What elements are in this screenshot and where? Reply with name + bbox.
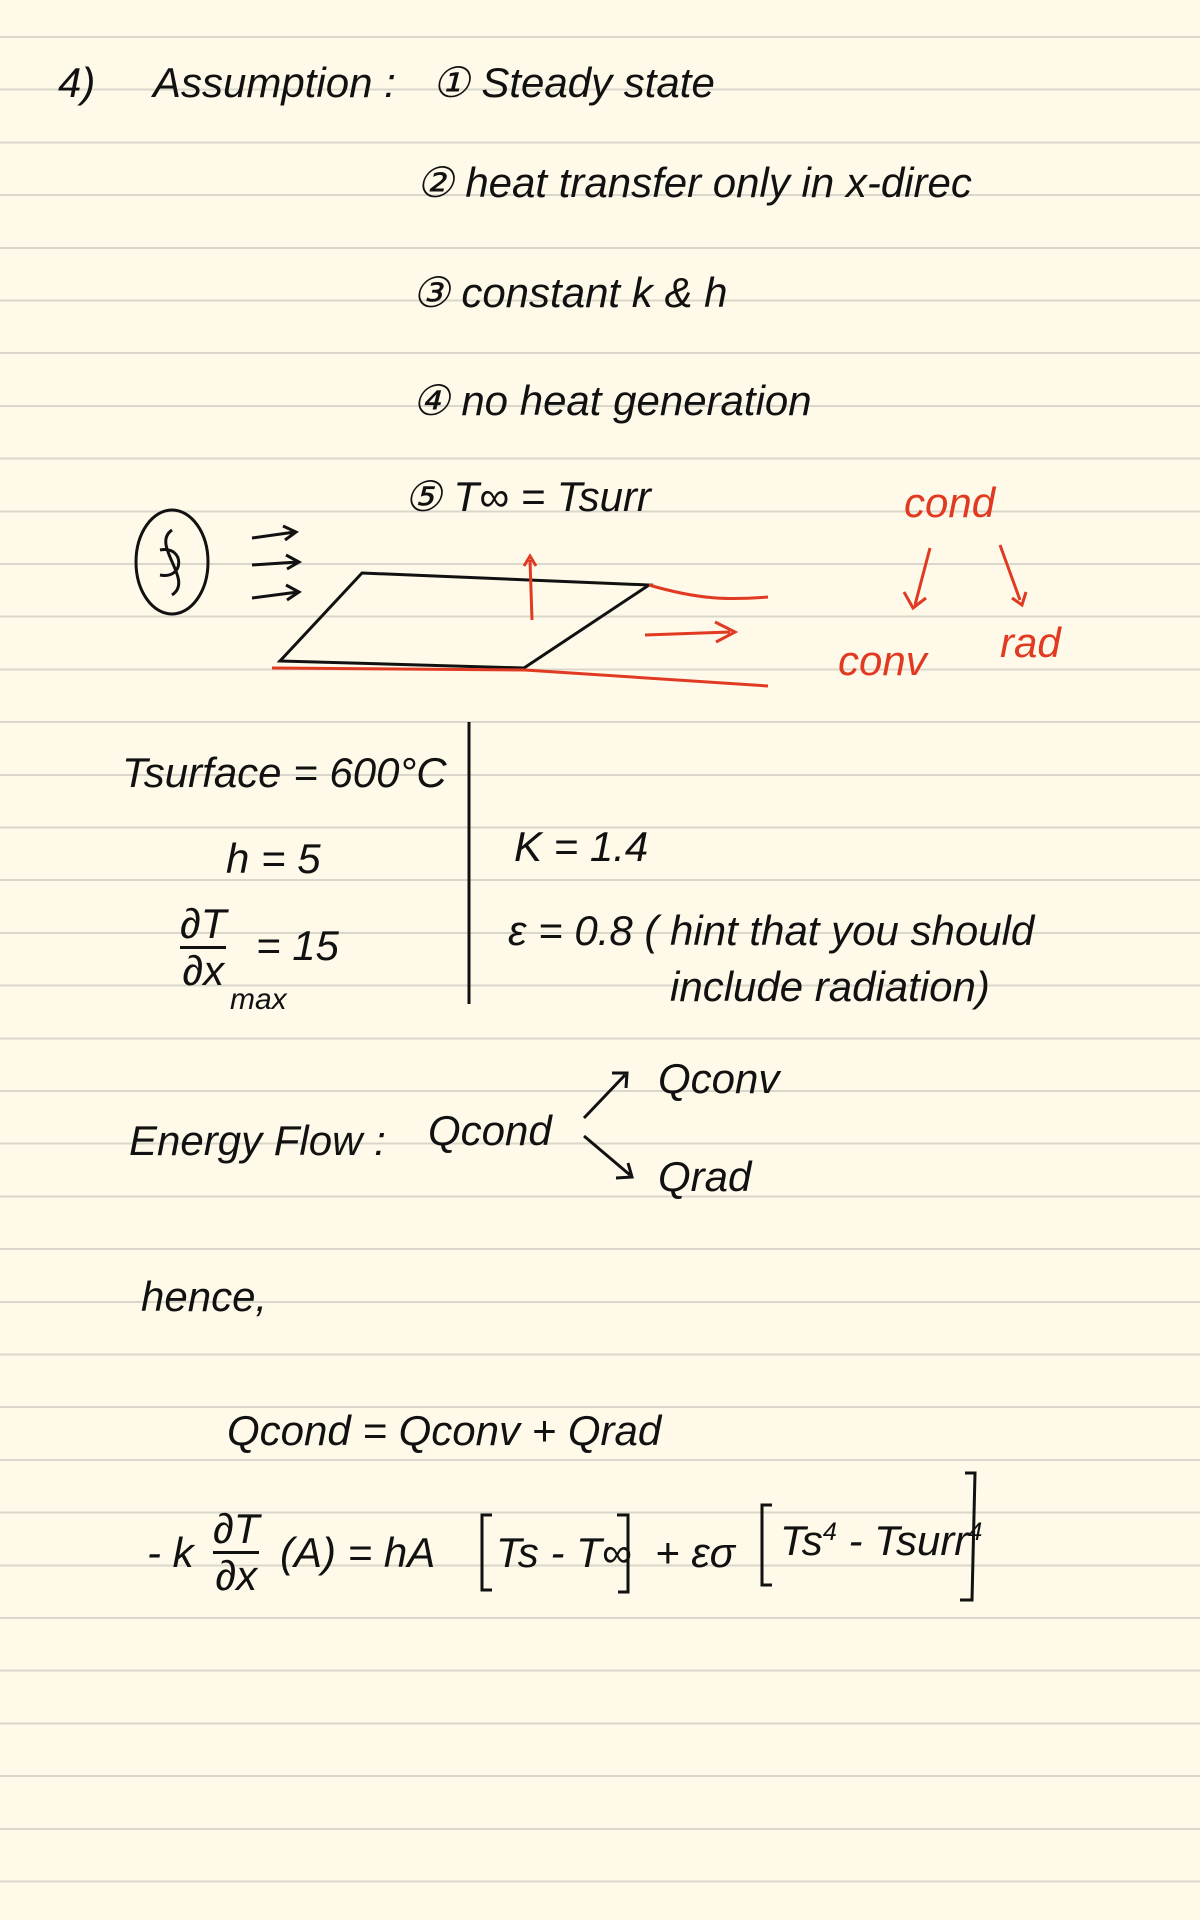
eq2-lhs-k: - k: [147, 1529, 194, 1576]
problem-number: 4): [58, 59, 96, 106]
airflow-arrows: [251, 524, 303, 602]
assumption-label: Assumption :: [153, 59, 396, 106]
hence-text: hence,: [141, 1273, 268, 1320]
eq2-fraction: ∂T∂x: [213, 1505, 260, 1600]
conv-label: conv: [838, 637, 927, 684]
emissivity-value: ε = 0.8 ( hint that you should: [508, 907, 1035, 954]
tsurface-value: Tsurface = 600°C: [122, 749, 447, 796]
gradient-value: = 15: [256, 922, 339, 969]
energy-flow-label: Energy Flow :: [129, 1117, 386, 1164]
h-value: h = 5: [226, 835, 321, 882]
qrad-label: Qrad: [658, 1153, 752, 1200]
fan-icon: [134, 508, 210, 616]
k-value: K = 1.4: [514, 823, 649, 870]
qconv-label: Qconv: [658, 1055, 780, 1102]
gradient-fraction: ∂T∂x: [180, 900, 227, 995]
cond-label: cond: [904, 479, 996, 526]
assumption-5: ⑤ T∞ = Tsurr: [404, 473, 651, 520]
eq2-area-hA: (A) = hA: [280, 1529, 436, 1576]
plate-outline: [276, 571, 654, 670]
qcond-label: Qcond: [428, 1107, 552, 1154]
assumption-2: ② heat transfer only in x-direc: [416, 159, 972, 206]
eq2-conv-term: Ts - T∞: [496, 1529, 632, 1576]
gradient-max-subscript: max: [230, 983, 287, 1016]
assumption-3: ③ constant k & h: [412, 269, 728, 316]
rad-label: rad: [1000, 619, 1061, 666]
eq2-plus-eps-sigma: + εσ: [655, 1529, 735, 1576]
branch-arrows: [582, 1071, 634, 1180]
assumption-4: ④ no heat generation: [412, 377, 812, 424]
assumption-1: ① Steady state: [432, 59, 715, 106]
energy-balance-equation: Qcond = Qconv + Qrad: [227, 1407, 662, 1454]
heat-flow-lines: [271, 544, 1028, 688]
emissivity-hint: include radiation): [670, 963, 990, 1010]
equation-brackets: [480, 1471, 977, 1602]
eq2-rad-term: Ts4 - Tsurr4: [780, 1517, 983, 1564]
